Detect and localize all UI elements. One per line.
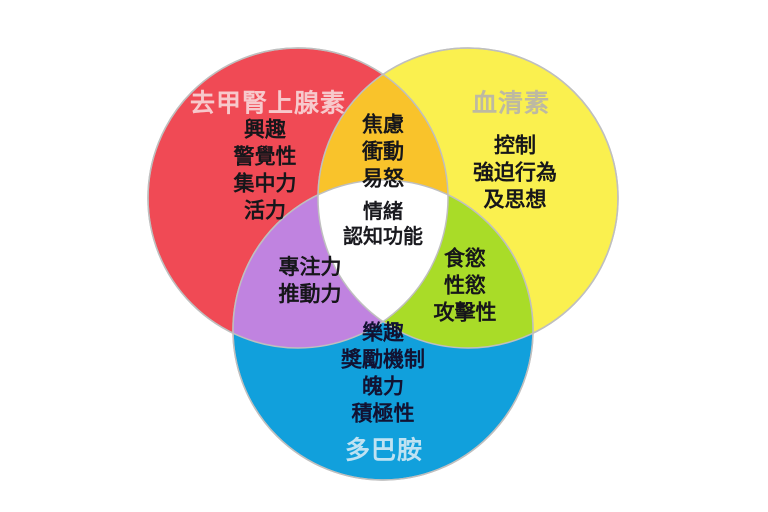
outline-norepinephrine <box>147 47 449 349</box>
outline-dopamine <box>232 179 534 481</box>
outline-serotonin <box>317 47 619 349</box>
